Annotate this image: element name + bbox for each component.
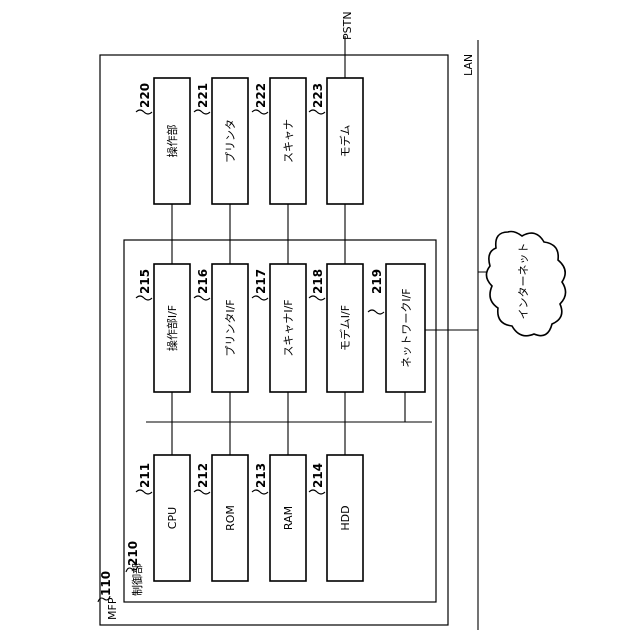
- component-hdd: HDD 214: [309, 455, 363, 581]
- ref-leader: [194, 490, 210, 494]
- controller-ref: 210: [126, 541, 140, 566]
- device-ref: 222: [254, 83, 268, 108]
- interface-operation-unit: 操作部I/F 215: [136, 264, 190, 392]
- interface-label: ネットワークI/F: [400, 288, 413, 367]
- device-ref: 221: [196, 83, 210, 108]
- ref-leader: [194, 296, 210, 300]
- device-label: スキャナ: [282, 119, 295, 163]
- ref-leader: [368, 310, 384, 314]
- device-scanner: スキャナ 222: [252, 78, 306, 204]
- internet-cloud: インターネット: [486, 232, 565, 336]
- interface-ref: 216: [196, 269, 210, 294]
- ref-leader: [309, 296, 325, 300]
- component-ref: 213: [254, 463, 268, 488]
- pstn-label: PSTN: [341, 11, 354, 40]
- component-cpu: CPU 211: [136, 455, 190, 581]
- interface-ref: 218: [311, 269, 325, 294]
- component-label: HDD: [339, 505, 352, 530]
- interface-label: 操作部I/F: [165, 305, 179, 351]
- ref-leader: [309, 110, 325, 114]
- ref-leader: [252, 296, 268, 300]
- interface-modem: モデムI/F 218: [309, 264, 363, 392]
- device-ref: 220: [138, 83, 152, 108]
- interface-ref: 217: [254, 269, 268, 294]
- component-label: RAM: [282, 506, 295, 530]
- device-ref: 223: [311, 83, 325, 108]
- interface-scanner: スキャナI/F 217: [252, 264, 306, 392]
- device-operation-unit: 操作部 220: [136, 78, 190, 204]
- device-printer: プリンタ 221: [194, 78, 248, 204]
- ref-leader: [136, 296, 152, 300]
- device-label: プリンタ: [224, 119, 237, 163]
- interface-label: モデムI/F: [338, 305, 352, 351]
- interface-ref: 219: [370, 269, 384, 294]
- component-label: ROM: [224, 505, 237, 531]
- component-ref: 214: [311, 463, 325, 488]
- interface-label: スキャナI/F: [282, 299, 295, 356]
- device-label: モデム: [338, 125, 352, 158]
- device-modem: モデム 223: [309, 78, 363, 204]
- mfp-label: MFP: [106, 597, 119, 620]
- component-ref: 212: [196, 463, 210, 488]
- component-label: CPU: [166, 507, 179, 529]
- component-ref: 211: [138, 463, 152, 488]
- component-rom: ROM 212: [194, 455, 248, 581]
- ref-leader: [136, 110, 152, 114]
- lan-label: LAN: [462, 54, 475, 76]
- ref-leader: [252, 110, 268, 114]
- ref-leader: [252, 490, 268, 494]
- component-ram: RAM 213: [252, 455, 306, 581]
- ref-leader: [136, 490, 152, 494]
- interface-label: プリンタI/F: [224, 299, 237, 356]
- interface-network: ネットワークI/F 219: [368, 264, 425, 392]
- ref-leader: [194, 110, 210, 114]
- mfp-ref: 110: [99, 571, 113, 596]
- internet-label: インターネット: [517, 243, 530, 320]
- interface-printer: プリンタI/F 216: [194, 264, 248, 392]
- interface-ref: 215: [138, 269, 152, 294]
- ref-leader: [309, 490, 325, 494]
- device-label: 操作部: [165, 125, 179, 158]
